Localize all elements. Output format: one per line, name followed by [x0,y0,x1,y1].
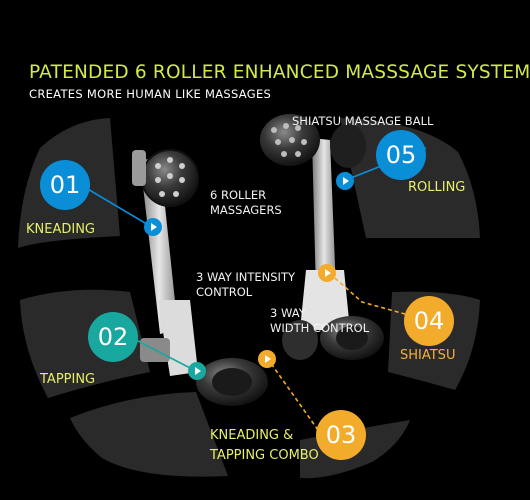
feature-03-label-line2: TAPPING COMBO [210,448,319,463]
headline: PATENDED 6 ROLLER ENHANCED MASSSAGE SYST… [29,62,530,83]
feature-04-marker-icon [318,264,336,282]
intensity-note-line2: CONTROL [196,285,253,299]
right-roller-arm [260,114,366,330]
width-note: 3 WAY WIDTH CONTROL [270,306,369,336]
width-note-line2: WIDTH CONTROL [270,321,370,335]
rollers-note-line1: 6 ROLLER [210,188,267,202]
shiatsu-ball-note: SHIATSU MASSAGE BALL [292,114,434,128]
feature-05-marker-icon [336,172,354,190]
rollers-note-line2: MASSAGERS [210,203,282,217]
feature-05-label: ROLLING [408,180,466,195]
left-roller-arm [132,149,199,376]
subheadline: CREATES MORE HUMAN LIKE MASSAGES [29,87,272,101]
feature-04-badge: 04 [404,296,454,346]
bottom-rollers [140,316,384,406]
feature-03-label: KNEADING & [210,428,294,443]
intensity-note-line1: 3 WAY INTENSITY [196,270,295,284]
intensity-note: 3 WAY INTENSITY CONTROL [196,270,295,300]
feature-03-marker-icon [258,350,276,368]
feature-02-marker-icon [188,362,206,380]
feature-04-label: SHIATSU [400,348,456,363]
feature-02-label: TAPPING [40,372,96,387]
feature-05-badge: 05 [376,130,426,180]
product-infographic: PATENDED 6 ROLLER ENHANCED MASSSAGE SYST… [18,62,530,479]
feature-03-badge: 03 [316,410,366,460]
feature-01-label: KNEADING [26,222,95,237]
feature-01-badge: 01 [40,160,90,210]
rollers-note: 6 ROLLER MASSAGERS [210,188,282,218]
width-note-line1: 3 WAY [270,306,306,320]
feature-01-marker-icon [144,218,162,236]
feature-02-badge: 02 [88,312,138,362]
